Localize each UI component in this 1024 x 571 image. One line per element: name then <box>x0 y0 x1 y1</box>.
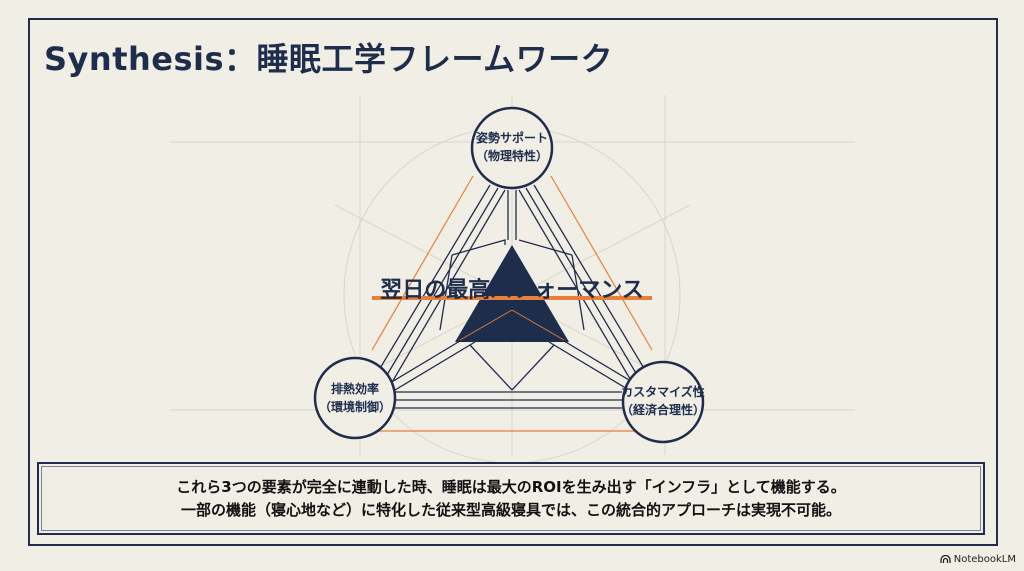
notebooklm-watermark: NotebookLM <box>940 554 1016 565</box>
triangle-struts <box>375 184 649 409</box>
node-subtitle: （経済合理性） <box>620 403 705 417</box>
slide-frame <box>28 18 998 546</box>
slide-title: Synthesis：睡眠工学フレームワーク <box>44 40 614 78</box>
brand-label: NotebookLM <box>953 554 1016 565</box>
node-customizability: カスタマイズ性 （経済合理性） <box>618 383 708 419</box>
summary-box: これら3つの要素が完全に連動した時、睡眠は最大のROIを生み出す「インフラ」とし… <box>37 462 985 535</box>
node-subtitle: （物理特性） <box>475 149 548 163</box>
node-subtitle: （環境制御） <box>318 400 391 414</box>
node-heat-dissipation: 排熱効率 （環境制御） <box>315 380 395 416</box>
node-posture-support: 姿勢サポート （物理特性） <box>472 129 552 165</box>
summary-line-2: 一部の機能（寝心地など）に特化した従来型高級寝具では、この統合的アプローチは実現… <box>180 501 841 519</box>
summary-line-1: これら3つの要素が完全に連動した時、睡眠は最大のROIを生み出す「インフラ」とし… <box>176 478 846 496</box>
center-goal-label: 翌日の最高パフォーマンス <box>380 278 644 303</box>
node-title: 排熱効率 <box>330 382 379 396</box>
node-title: 姿勢サポート <box>475 131 548 145</box>
orange-outline-triangle <box>371 175 653 432</box>
notebooklm-logo-icon <box>940 555 951 563</box>
center-pyramid <box>455 245 569 342</box>
node-circles <box>313 106 705 444</box>
node-title: カスタマイズ性 <box>621 385 705 399</box>
